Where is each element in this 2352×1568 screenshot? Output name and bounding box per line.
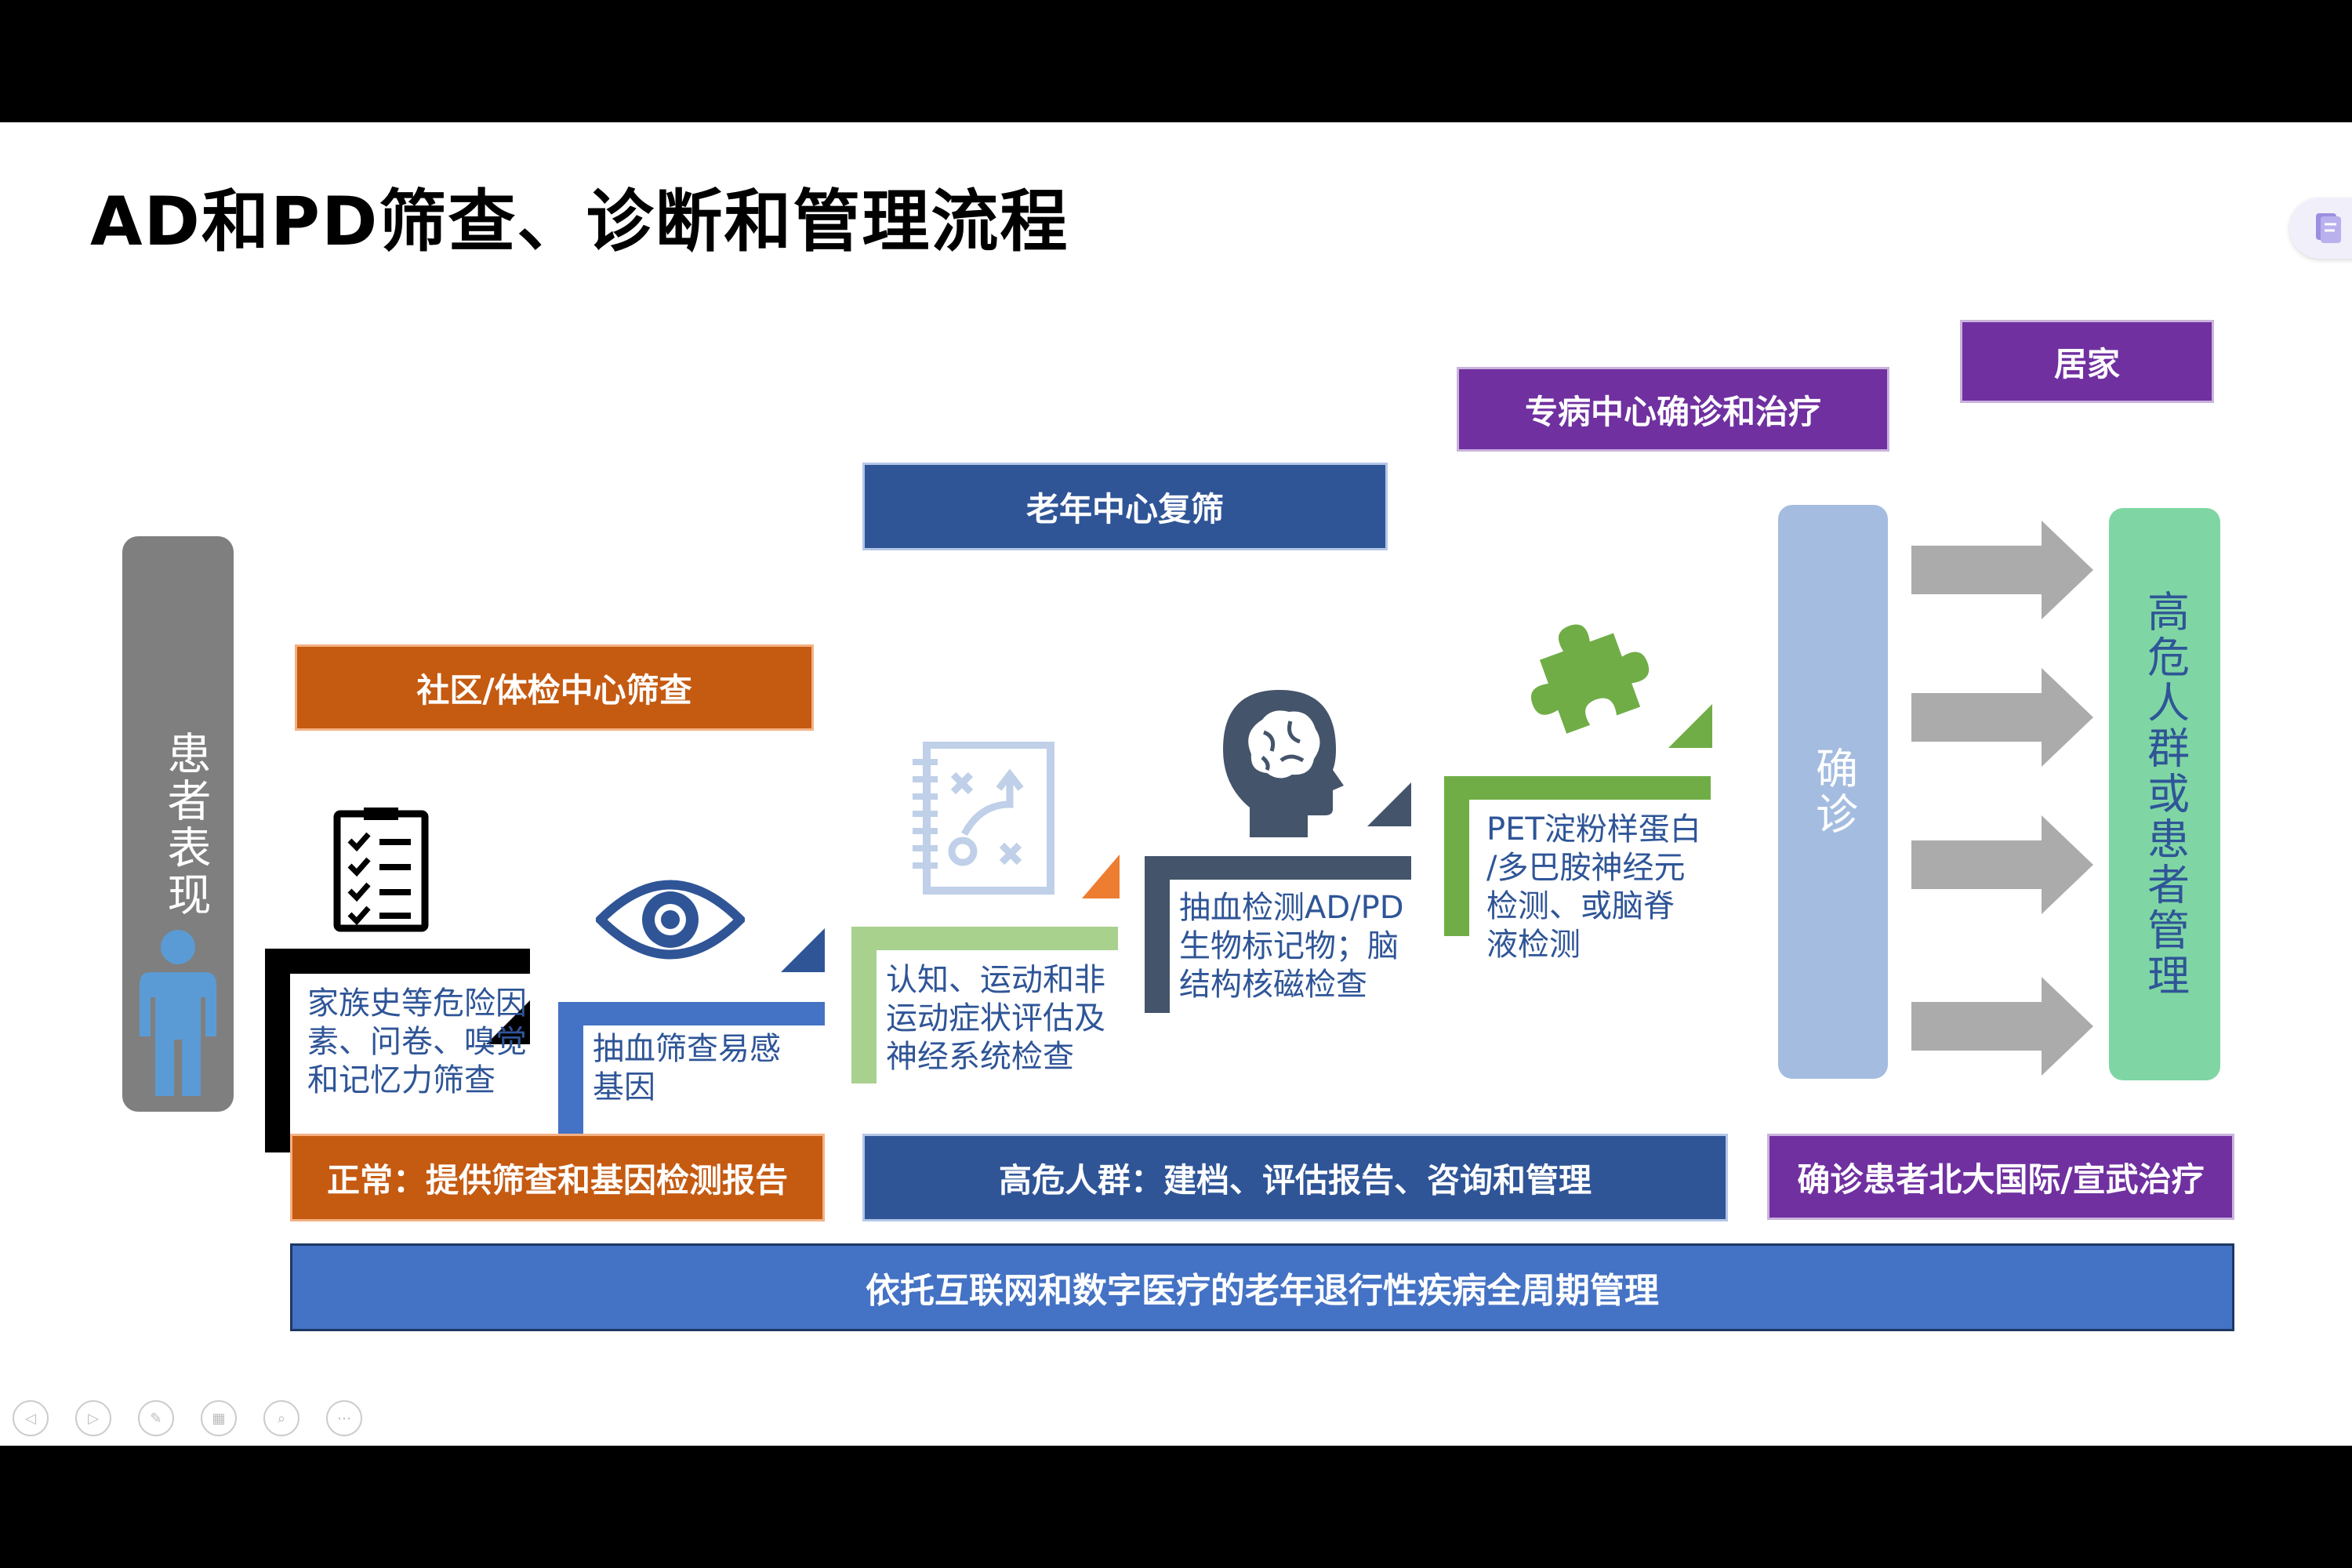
step5-bracket-top [1444,776,1711,800]
step4-bracket-top [1145,856,1411,880]
step4-text: 抽血检测AD/PD 生物标记物；脑 结构核磁检查 [1179,889,1404,1004]
eye-icon [596,880,745,960]
slides-grid-button[interactable]: ▦ [201,1400,237,1436]
step3-bracket-side [851,927,877,1083]
checklist-icon [333,808,429,932]
step1-line: 和记忆力筛查 [307,1062,495,1098]
step2-bracket-side [558,1002,583,1157]
chevron-left-icon: ◁ [25,1410,36,1427]
page-title: AD和PD筛查、诊断和管理流程 [90,183,1069,261]
step3-line: 运动症状评估及 [886,1000,1105,1036]
right-arrow-icon [1911,977,2093,1076]
patient-presentation-label: 患者表现 [160,731,211,919]
right-arrow-icon [1911,815,2093,914]
step1-text: 家族史等危险因 素、问卷、嗅觉 和记忆力筛查 [307,985,527,1100]
person-icon [140,930,216,1096]
brain-head-icon [1223,690,1344,837]
step1-line: 素、问卷、嗅觉 [307,1024,527,1060]
step1-corner-triangle [486,1000,530,1044]
confirm-diagnosis-label: 确诊 [1808,746,1858,837]
step5-line: 液检测 [1486,927,1581,963]
step2-bracket-top [558,1002,825,1025]
step3-corner-triangle [1082,855,1120,898]
confirm-diagnosis-bar: 确诊 [1778,505,1888,1079]
zoom-button[interactable]: ⌕ [263,1400,299,1436]
step2-line: 基因 [593,1069,655,1105]
step3-bracket-top [851,927,1118,950]
step1-bracket-side [265,949,290,1152]
chevron-right-icon: ▷ [88,1410,99,1427]
more-options-button[interactable]: ⋯ [326,1400,362,1436]
right-arrow-icon [1911,668,2093,767]
step1-bracket-top [265,949,530,974]
step4-bracket-side [1145,856,1170,1013]
previous-slide-button[interactable]: ◁ [13,1400,49,1436]
more-icon: ⋯ [337,1410,351,1427]
stage-elderly-center-rescreening: 老年中心复筛 [862,463,1388,550]
step5-line: /多巴胺神经元 [1486,850,1686,886]
grid-icon: ▦ [212,1410,226,1427]
slide: AD和PD筛查、诊断和管理流程 患者表现 社区/体检中心筛查 老年中心复筛 专病… [0,122,2352,1446]
side-panel-tab[interactable] [2289,198,2352,259]
step1-line: 家族史等危险因 [307,985,527,1022]
strategy-notebook-icon [913,742,1054,895]
outcome-confirmed: 确诊患者北大国际/宣武治疗 [1767,1134,2234,1220]
step3-line: 神经系统检查 [886,1039,1074,1075]
step3-line: 认知、运动和非 [886,962,1105,998]
step4-corner-triangle [1367,782,1411,826]
step4-line: 结构核磁检查 [1179,967,1367,1003]
step5-line: 检测、或脑脊 [1486,888,1675,924]
step2-text: 抽血筛查易感 基因 [593,1030,781,1107]
stage-home: 居家 [1960,320,2214,403]
outcome-high-risk: 高危人群：建档、评估报告、咨询和管理 [862,1134,1728,1221]
step5-text: PET淀粉样蛋白 /多巴胺神经元 检测、或脑脊 液检测 [1486,811,1701,964]
document-icon [2316,213,2341,243]
stage-specialist-diagnosis: 专病中心确诊和治疗 [1457,367,1889,452]
puzzle-piece-icon [1530,624,1650,734]
step5-bracket-side [1444,776,1469,936]
step2-corner-triangle [781,928,825,972]
outcome-normal: 正常：提供筛查和基因检测报告 [290,1134,825,1221]
presentation-toolbar: ◁ ▷ ✎ ▦ ⌕ ⋯ [13,1400,362,1436]
step5-line: PET淀粉样蛋白 [1486,811,1701,848]
step4-line: 生物标记物；脑 [1179,928,1399,964]
next-slide-button[interactable]: ▷ [75,1400,111,1436]
management-bar: 高危人群或患者管理 [2109,508,2220,1080]
footer-banner: 依托互联网和数字医疗的老年退行性疾病全周期管理 [290,1243,2234,1331]
pen-tool-button[interactable]: ✎ [138,1400,174,1436]
stage-community-screening: 社区/体检中心筛查 [295,644,814,731]
step2-line: 抽血筛查易感 [593,1031,781,1067]
right-arrow-icon [1911,521,2093,619]
pen-icon: ✎ [150,1410,162,1427]
step3-text: 认知、运动和非 运动症状评估及 神经系统检查 [886,961,1105,1076]
management-label: 高危人群或患者管理 [2140,590,2190,999]
magnifier-icon: ⌕ [277,1410,286,1427]
step4-line: 抽血检测AD/PD [1179,890,1404,926]
step5-corner-triangle [1668,704,1712,748]
